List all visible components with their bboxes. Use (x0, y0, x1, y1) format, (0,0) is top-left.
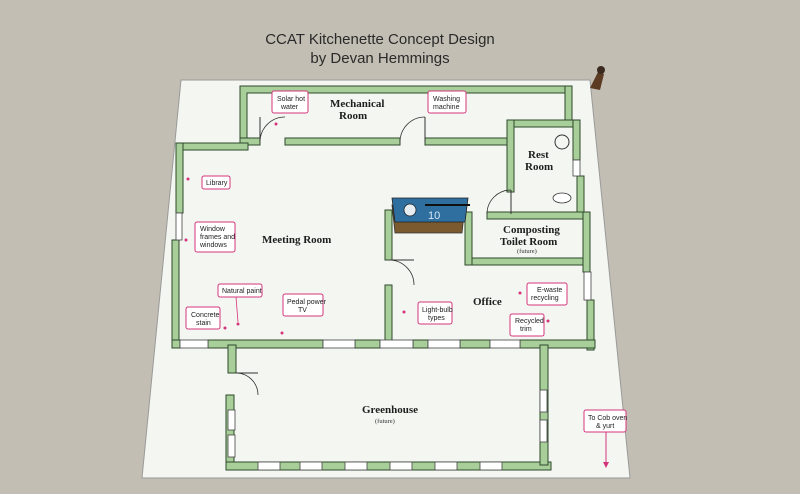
svg-text:Solar hot: Solar hot (277, 96, 305, 103)
svg-text:windows: windows (199, 242, 227, 249)
svg-text:Pedal power: Pedal power (287, 299, 327, 306)
svg-text:stain: stain (196, 320, 211, 327)
svg-text:Window: Window (200, 226, 226, 233)
mechanical-room-label: Mechanical (330, 98, 384, 110)
doors (235, 116, 512, 396)
svg-text:machine: machine (433, 104, 460, 111)
callout-solar-hot-water: Solar hot water (271, 90, 309, 126)
svg-text:& yurt: & yurt (596, 423, 614, 430)
svg-text:recycling: recycling (531, 295, 559, 302)
callout-natural-paint: Natural paint (217, 283, 263, 326)
meeting-room-label: Meeting Room (262, 234, 331, 246)
greenhouse-future-note: (future) (375, 418, 395, 425)
svg-text:To Cob oven: To Cob oven (588, 415, 627, 422)
callout-library: Library (186, 175, 231, 190)
callout-e-waste-recycling: E-waste recycling (518, 282, 568, 306)
callout-concrete-stain: Concrete stain (185, 306, 227, 330)
svg-text:Library: Library (206, 180, 228, 187)
counter-number: 10 (428, 210, 440, 222)
person-icon (590, 66, 605, 90)
title-line-1: CCAT Kitchenette Concept Design (265, 31, 495, 48)
composting-label-2: Toilet Room (500, 236, 557, 248)
composting-label: Composting (503, 224, 560, 236)
toilet-icon (552, 134, 572, 204)
callout-pedal-power-tv: Pedal power TV (280, 293, 327, 335)
greenhouse-label: Greenhouse (362, 404, 418, 416)
callout-window-frames: Window frames and windows (184, 221, 236, 253)
callout-recycled-trim: Recycled trim (509, 313, 550, 337)
svg-text:E-waste: E-waste (537, 287, 562, 294)
callout-washing-machine: Washing machine (427, 90, 467, 114)
title-line-2: by Devan Hemmings (310, 50, 450, 67)
diagram-title: CCAT Kitchenette Concept Design by Devan… (0, 30, 760, 68)
rest-room-label: Rest (528, 149, 549, 161)
rest-room-label-2: Room (525, 161, 553, 173)
svg-text:Washing: Washing (433, 96, 460, 103)
svg-text:Recycled: Recycled (515, 318, 544, 325)
svg-text:Light-bulb: Light-bulb (422, 307, 453, 314)
svg-text:Natural paint: Natural paint (222, 288, 262, 295)
svg-text:Concrete: Concrete (191, 312, 220, 319)
svg-text:trim: trim (520, 326, 532, 333)
office-label: Office (473, 296, 502, 308)
svg-text:water: water (280, 104, 299, 111)
svg-text:types: types (428, 315, 445, 322)
kitchenette-counter: 10 (391, 197, 470, 234)
svg-text:frames and: frames and (200, 234, 235, 241)
callout-cob-oven: To Cob oven & yurt (583, 409, 627, 468)
composting-future-note: (future) (517, 248, 537, 255)
callout-light-bulb-types: Light-bulb types (402, 301, 453, 325)
svg-text:TV: TV (298, 307, 307, 314)
windows (175, 159, 592, 471)
mechanical-room-label-2: Room (339, 110, 367, 122)
